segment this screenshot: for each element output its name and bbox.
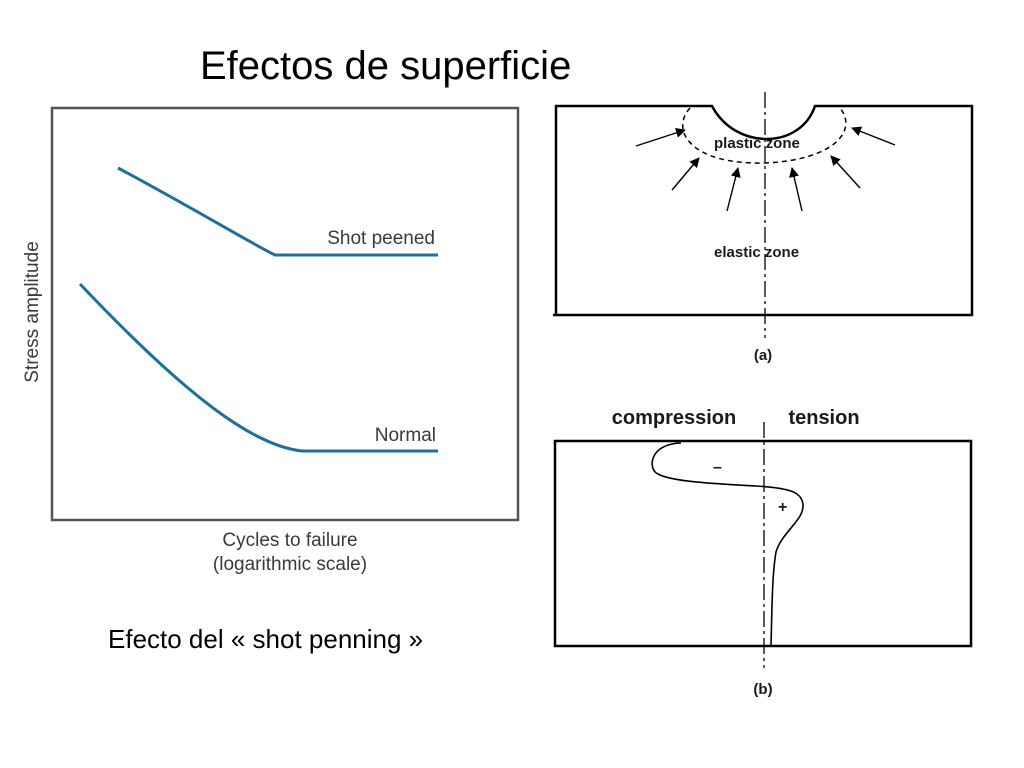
plastic-zone-label: plastic zone bbox=[714, 135, 800, 152]
series-label-shot-peened: Shot peened bbox=[327, 228, 435, 249]
plus-sign: + bbox=[778, 499, 787, 516]
panel-label-b: (b) bbox=[753, 681, 772, 698]
compression-arrow-icon bbox=[671, 157, 700, 191]
chart-frame bbox=[50, 106, 520, 522]
series-line-normal bbox=[78, 282, 438, 453]
elastic-zone-label: elastic zone bbox=[714, 244, 799, 261]
compression-arrow-icon bbox=[726, 167, 741, 212]
slide-title: Efectos de superficie bbox=[200, 44, 572, 88]
compression-arrow-icon bbox=[851, 126, 896, 146]
compression-arrow-icon bbox=[789, 167, 803, 212]
diagram-b: compression tension – + (b) bbox=[553, 407, 973, 698]
compression-label: compression bbox=[612, 407, 736, 429]
y-axis-label: Stress amplitude bbox=[22, 241, 43, 383]
minus-sign: – bbox=[713, 459, 722, 476]
specimen-section-b bbox=[553, 439, 973, 648]
specimen-surface-a bbox=[553, 104, 974, 317]
compression-arrow-icon bbox=[635, 128, 686, 147]
panel-label-a: (a) bbox=[754, 347, 772, 364]
residual-stress-profile bbox=[651, 442, 804, 647]
x-axis-label: Cycles to failure bbox=[222, 530, 357, 551]
plastic-zone-boundary bbox=[681, 107, 847, 164]
diagram-a: plastic zone elastic zone (a) bbox=[553, 92, 974, 364]
series-label-normal: Normal bbox=[375, 425, 436, 446]
sn-chart: Shot peened Normal Stress amplitude Cycl… bbox=[22, 106, 520, 575]
tension-label: tension bbox=[788, 407, 859, 429]
x-axis-label-scale: (logarithmic scale) bbox=[213, 554, 367, 575]
series-line-shot-peened bbox=[117, 166, 438, 257]
figure-caption: Efecto del « shot penning » bbox=[108, 624, 424, 654]
compression-arrow-icon bbox=[830, 155, 861, 189]
